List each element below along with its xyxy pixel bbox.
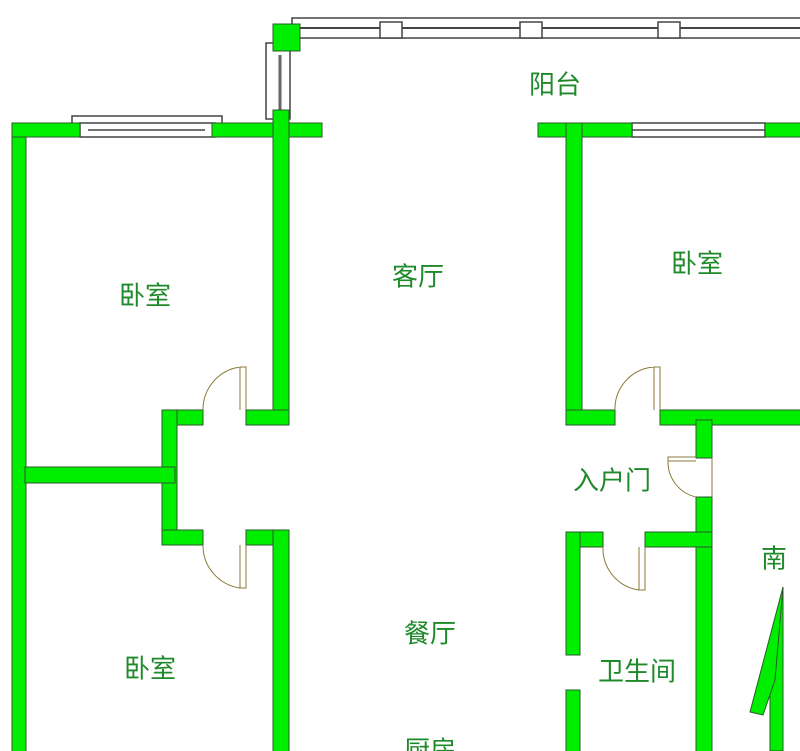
room-label-dining-room: 餐厅 [404, 620, 456, 650]
room-label-entrance: 入户门 [573, 467, 651, 497]
bedroom-window-right [631, 122, 766, 138]
room-label-bathroom: 卫生间 [598, 658, 676, 688]
balcony-window [265, 17, 800, 120]
room-label-kitchen: 厨房 [404, 737, 456, 751]
bedroom-window-left [71, 115, 223, 138]
compass-label: 南 [761, 545, 787, 575]
room-label-bedroom-bottom-left: 卧室 [124, 655, 176, 685]
room-label-bedroom-top-left: 卧室 [119, 282, 171, 312]
doors [202, 366, 713, 591]
room-label-living-room: 客厅 [392, 263, 444, 293]
room-label-bedroom-top-right: 卧室 [671, 250, 723, 280]
compass-arrow-icon [749, 586, 784, 751]
walls [11, 109, 800, 751]
room-label-balcony: 阳台 [529, 71, 581, 101]
